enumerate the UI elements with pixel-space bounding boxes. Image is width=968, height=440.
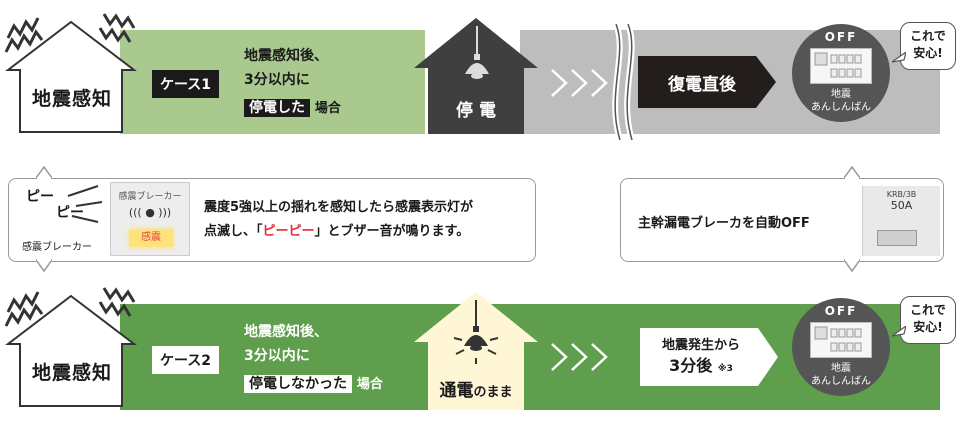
case2-desc-line1: 地震感知後、 — [244, 324, 328, 340]
case2-desc-line2: 3分以内に — [244, 348, 310, 364]
house-icon — [5, 294, 137, 407]
case2-house-label: 地震感知 — [31, 362, 112, 384]
breaker-label1: KRB/3B — [886, 190, 917, 199]
case2-relief-line1: これで — [910, 303, 946, 317]
explain-line2-post: 」とブザー音が鳴ります。 — [314, 224, 470, 239]
chevrons-icon — [551, 69, 608, 97]
bubble-tail — [892, 52, 906, 63]
bubble-pointer-down — [844, 258, 860, 272]
case2-timer-line2-wrap: 3分後 ※3 — [646, 356, 756, 379]
case2-timer-line2: 3分後 — [669, 356, 713, 375]
bubble-pointer-up — [36, 166, 52, 180]
breaker-caption: 感震ブレーカー — [22, 242, 92, 253]
case1-outage-label: 停 電 — [456, 101, 496, 121]
case2-panel-off-label: OFF — [824, 304, 858, 318]
main-breaker-text: 主幹漏電ブレーカを自動OFF — [638, 216, 810, 231]
case2-desc-highlight: 停電しなかった — [244, 375, 352, 393]
lamp-on-icon — [453, 300, 499, 364]
case2-timer-text: 地震発生から 3分後 ※3 — [646, 336, 756, 379]
case1-relief-line2: 安心! — [913, 46, 943, 60]
explain-line2: 点滅し、「ピーピー」とブザー音が鳴ります。 — [204, 220, 473, 244]
case1-desc-line3: 停電した 場合 — [244, 96, 341, 121]
case2-powered-small: のまま — [473, 385, 513, 400]
case1-panel-caption1: 地震 — [831, 89, 851, 100]
device-badge: 感震 — [129, 229, 173, 247]
case1-panel-off-label: OFF — [824, 30, 858, 44]
case1-recovery-label: 復電直後 — [668, 75, 736, 95]
case2-relief-bubble: これで 安心! — [900, 296, 956, 344]
case2-panel-circle: OFF 地震 あんしんばん — [792, 298, 890, 396]
case2-timer-line1: 地震発生から — [661, 338, 740, 353]
explain-line2-pre: 点滅し、「 — [204, 224, 263, 239]
case1-desc-suffix: 場合 — [314, 101, 341, 116]
house-icon — [5, 20, 137, 133]
lamp-off-icon — [465, 26, 489, 79]
case1-house-label: 地震感知 — [31, 88, 112, 110]
case2-panel-caption1: 地震 — [831, 363, 851, 374]
case2-tag: ケース2 — [152, 346, 220, 374]
explain-line1: 震度5強以上の揺れを感知したら感震表示灯が — [204, 200, 474, 215]
beep-text1: ピー — [26, 189, 54, 205]
case2-relief-line2: 安心! — [913, 320, 943, 334]
sensor-icon: ((( ● ))) — [128, 206, 172, 219]
bubble-pointer-up — [844, 166, 860, 180]
sound-lines-icon — [67, 185, 103, 223]
shake-lines-icon — [4, 287, 136, 327]
explain-text: 震度5強以上の揺れを感知したら感震表示灯が 点滅し、「ピーピー」とブザー音が鳴り… — [204, 196, 473, 244]
case1-desc-line1: 地震感知後、 — [244, 48, 328, 64]
case1-panel-caption2: あんしんばん — [811, 102, 871, 113]
case1-desc-highlight: 停電した — [244, 99, 310, 117]
breaker-label2: 50A — [890, 199, 913, 212]
case1-tag: ケース1 — [152, 70, 220, 98]
distribution-board-icon — [810, 322, 872, 358]
case2-desc-line3: 停電しなかった 場合 — [244, 372, 383, 397]
breaker-switch — [877, 230, 917, 246]
case1-relief-line1: これで — [910, 29, 946, 43]
bubble-tail — [892, 326, 906, 337]
chevrons-icon — [551, 343, 608, 371]
shake-lines-icon — [4, 13, 136, 53]
case1-description: 地震感知後、 3分以内に 停電した 場合 — [244, 44, 341, 121]
distribution-board-icon — [810, 48, 872, 84]
case1-desc-line2: 3分以内に — [244, 72, 310, 88]
timer-arrow-box — [640, 328, 778, 386]
case2-powered-big: 通電 — [439, 381, 474, 401]
seismic-breaker-device: 感震ブレーカー ((( ● ))) 感震 — [110, 182, 190, 256]
case2-desc-suffix: 場合 — [356, 377, 383, 392]
time-break-icon — [612, 24, 635, 140]
bubble-pointer-down — [36, 258, 52, 272]
case2-powered-label: 通電のまま — [430, 376, 522, 401]
buzzer-explanation-bubble — [8, 178, 536, 262]
case2-panel-caption2: あんしんばん — [811, 376, 871, 387]
explain-line2-red: ピーピー — [262, 224, 315, 239]
recovery-arrow-box — [638, 56, 776, 108]
device-title: 感震ブレーカー — [118, 192, 182, 202]
case2-description: 地震感知後、 3分以内に 停電しなかった 場合 — [244, 320, 383, 397]
case1-panel-circle: OFF 地震 あんしんばん — [792, 24, 890, 122]
case2-timer-note: ※3 — [717, 364, 733, 374]
main-breaker-image: KRB/3B 50A — [862, 186, 940, 256]
case1-relief-bubble: これで 安心! — [900, 22, 956, 70]
